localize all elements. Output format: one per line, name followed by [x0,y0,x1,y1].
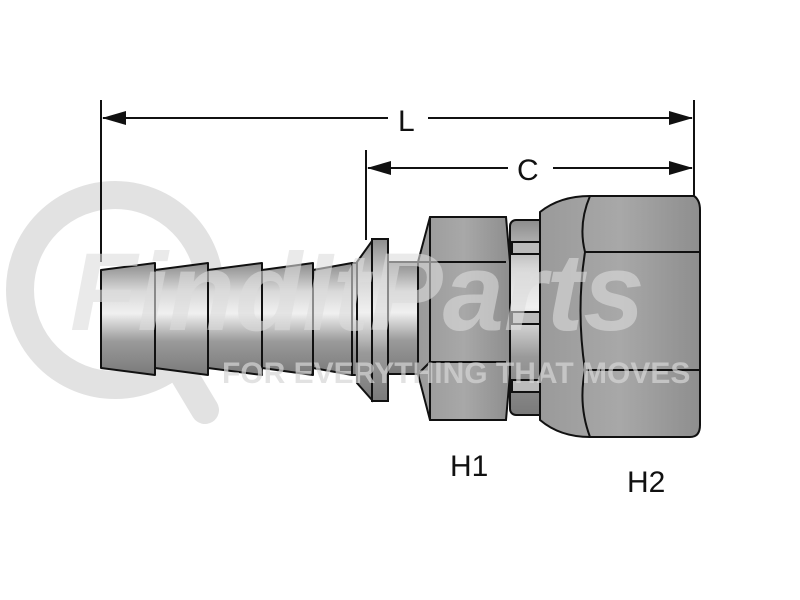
watermark-tagline: FOR EVERYTHING THAT MOVES [222,357,690,390]
label-H2: H2 [627,466,665,499]
dimension-C [365,150,693,240]
label-H1: H1 [450,450,488,483]
hex-nut-H1 [417,216,511,421]
watermark: FindItParts FOR EVERYTHING THAT MOVES [70,231,690,390]
label-C: C [517,154,539,187]
label-L: L [398,105,415,138]
watermark-brand: FindItParts [70,231,645,354]
hex-nut-H2 [539,195,701,438]
hose-barb [100,262,367,376]
